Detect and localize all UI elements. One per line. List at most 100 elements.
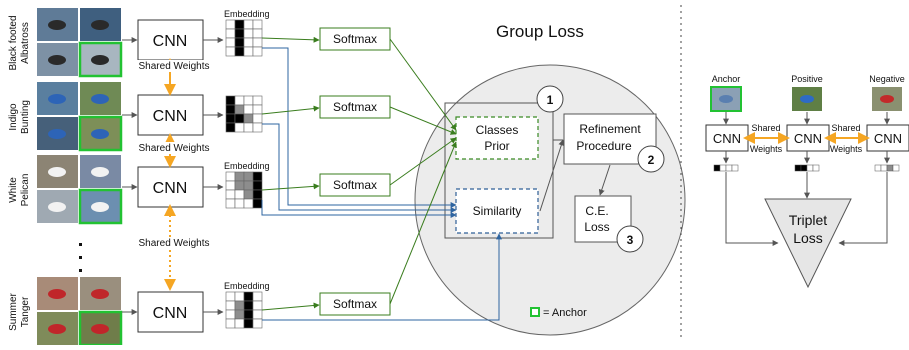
- embedding-cell: [806, 164, 814, 172]
- shared-weights-label-3: Shared Weights: [139, 238, 210, 249]
- embedding-cell: [234, 113, 245, 124]
- triplet-cnn-label: CNN: [794, 131, 822, 146]
- bird-silhouette: [91, 289, 109, 299]
- embedding-cell: [252, 171, 263, 182]
- shared-weights-label-bg: [132, 142, 216, 154]
- bird-silhouette: [880, 95, 894, 103]
- anchor-highlight-frame: [78, 41, 123, 78]
- embedding-cell: [886, 164, 894, 172]
- embedding-cell: [225, 122, 236, 133]
- step-2-circle: [637, 145, 665, 173]
- anchor-square-icon: [530, 307, 540, 317]
- shared-weights-label-bg: [132, 60, 216, 72]
- embedding-cell: [243, 180, 254, 191]
- step-3-number: 3: [627, 233, 634, 247]
- bird-silhouette: [91, 324, 109, 334]
- softmax-label: Softmax: [333, 178, 377, 192]
- embedding-to-softmax-arrow: [261, 36, 320, 43]
- class-label-2-0: White: [8, 177, 19, 203]
- step-3-circle: [616, 225, 644, 253]
- ellipsis-dot: [79, 256, 82, 259]
- class-label-2-1: Pelican: [20, 174, 31, 207]
- embedding-cell: [225, 113, 236, 124]
- step-1-number: 1: [547, 93, 554, 107]
- triplet-shared-bottom: Weights: [750, 144, 783, 154]
- embedding-cell: [252, 300, 263, 311]
- embedding-cell: [234, 95, 245, 106]
- embedding-cell: [243, 171, 254, 182]
- anchor-highlight-frame: [710, 86, 742, 112]
- embedding-cell: [225, 309, 236, 320]
- embedding-to-triplet-loss-arrow: [838, 172, 888, 246]
- softmax-label: Softmax: [333, 100, 377, 114]
- step-1-circle: [536, 85, 564, 113]
- embedding-to-softmax-arrow: [261, 105, 320, 115]
- bird-silhouette: [48, 20, 66, 30]
- ellipsis-dot: [79, 269, 82, 272]
- step-2-number: 2: [648, 153, 655, 167]
- embedding-cell: [252, 180, 263, 191]
- shared-weights-label-bg: [132, 237, 216, 249]
- embedding-cell: [234, 104, 245, 115]
- cnn-label: CNN: [153, 180, 188, 197]
- cnn-box: [137, 94, 204, 136]
- softmax-to-prior-arrow: [389, 106, 457, 135]
- embedding-cell: [252, 95, 263, 106]
- similarity-box: [455, 188, 539, 234]
- embedding-cell: [225, 104, 236, 115]
- embedding-cell: [225, 171, 236, 182]
- embedding-cell: [234, 318, 245, 329]
- cnn-label: CNN: [153, 33, 188, 50]
- embedding-cell: [880, 164, 888, 172]
- softmax-to-prior-arrow: [389, 141, 457, 305]
- class-label-0-0: Black footed: [8, 15, 19, 70]
- embedding-cell: [234, 198, 245, 209]
- embedding-cell: [243, 28, 254, 39]
- bird-silhouette: [48, 167, 66, 177]
- ellipsis-dot: [79, 243, 82, 246]
- embedding-cell: [243, 309, 254, 320]
- bird-silhouette: [91, 94, 109, 104]
- cnn-label: CNN: [153, 305, 188, 322]
- embedding-to-triplet-loss-arrow: [725, 172, 779, 246]
- embedding-cell: [234, 28, 245, 39]
- bird-silhouette: [800, 95, 814, 103]
- triplet-anchor_label: Anchor: [712, 74, 741, 84]
- embedding-cell: [252, 19, 263, 30]
- embedding-cell: [225, 300, 236, 311]
- bird-silhouette: [48, 94, 66, 104]
- embedding-to-similarity-arrow: [262, 233, 502, 321]
- embedding-cell: [252, 104, 263, 115]
- embedding-cell: [713, 164, 721, 172]
- embedding-label: Embedding: [224, 9, 270, 19]
- bird-silhouette: [91, 129, 109, 139]
- embedding-cell: [243, 113, 254, 124]
- embedding-cell: [243, 291, 254, 302]
- anchor-highlight-frame: [78, 115, 123, 152]
- embedding-cell: [225, 19, 236, 30]
- ce-loss-label-line2: Loss: [584, 220, 609, 234]
- triplet-cnn-label: CNN: [874, 131, 902, 146]
- embedding-cell: [794, 164, 802, 172]
- embedding-cell: [719, 164, 727, 172]
- embedding-cell: [252, 37, 263, 48]
- embedding-cell: [234, 180, 245, 191]
- class-label-1-1: Bunting: [20, 100, 31, 134]
- embedding-cell: [243, 104, 254, 115]
- softmax-label: Softmax: [333, 32, 377, 46]
- embedding-cell: [252, 318, 263, 329]
- embedding-cell: [243, 37, 254, 48]
- bird-silhouette: [48, 289, 66, 299]
- embedding-label: Embedding: [224, 281, 270, 291]
- embedding-cell: [243, 46, 254, 57]
- embedding-to-similarity-arrow: [261, 200, 457, 218]
- refinement-to-ce-loss-arrow: [598, 164, 611, 196]
- bird-silhouette: [48, 324, 66, 334]
- embedding-cell: [243, 95, 254, 106]
- bird-silhouette: [48, 55, 66, 65]
- embedding-to-similarity-arrow: [262, 123, 457, 213]
- triplet-loss-label-line1: Triplet: [789, 212, 827, 228]
- embedding-cell: [252, 291, 263, 302]
- class-label-0-1: Albatross: [20, 22, 31, 64]
